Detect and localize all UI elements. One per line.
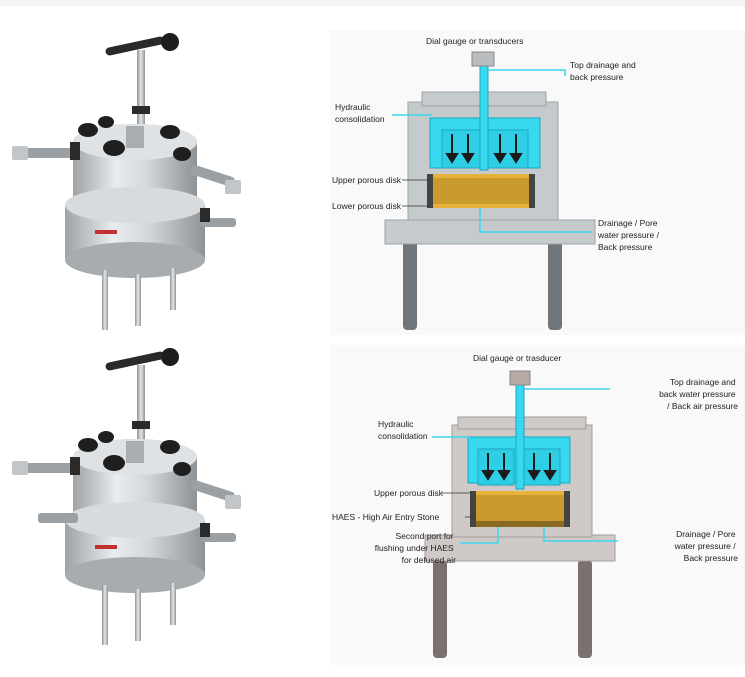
top-drainage-label: Top drainage and back pressure xyxy=(570,60,638,82)
hydraulic-consolidation-label: Hydraulic consolidation xyxy=(335,102,385,124)
top-band xyxy=(0,0,745,6)
bottom-cross-section-diagram: Dial gauge or trasducer Top drainage and… xyxy=(330,345,745,665)
upper-porous-disk-label: Upper porous disk xyxy=(332,175,402,185)
dial-gauge-label: Dial gauge or trasducer xyxy=(473,353,562,363)
haes-stone xyxy=(476,521,564,527)
top-drainage-label: Top drainage and back water pressure / B… xyxy=(659,377,738,411)
sample xyxy=(433,176,529,206)
sample xyxy=(476,493,564,523)
drainage-label: Drainage / Pore water pressure / Back pr… xyxy=(674,529,739,563)
right-leg xyxy=(578,560,592,658)
top-cross-section-diagram: Dial gauge or transducers Top drainage a… xyxy=(330,30,745,335)
lower-porous-disk-label: Lower porous disk xyxy=(332,201,402,211)
upper-porous-disk-label: Upper porous disk xyxy=(374,488,444,498)
hydraulic-consolidation-label: Hydraulic consolidation xyxy=(378,419,428,441)
left-leg xyxy=(433,560,447,658)
left-leg xyxy=(403,240,417,330)
drainage-label: Drainage / Pore water pressure / Back pr… xyxy=(597,218,661,252)
haes-label: HAES - High Air Entry Stone xyxy=(332,512,440,522)
pressure-arrows xyxy=(445,134,523,164)
dial-gauge-label: Dial gauge or transducers xyxy=(426,36,523,46)
dial-gauge-block xyxy=(509,370,531,386)
pressure-arrows xyxy=(481,453,557,481)
consolidation-cell-photo-bottom xyxy=(12,348,241,645)
right-leg xyxy=(548,240,562,330)
dial-gauge-block xyxy=(471,51,495,67)
second-port-label: Second port for flushing under HAES for … xyxy=(375,531,456,565)
base-plate xyxy=(424,534,616,562)
consolidation-cell-photo-top xyxy=(12,33,241,330)
